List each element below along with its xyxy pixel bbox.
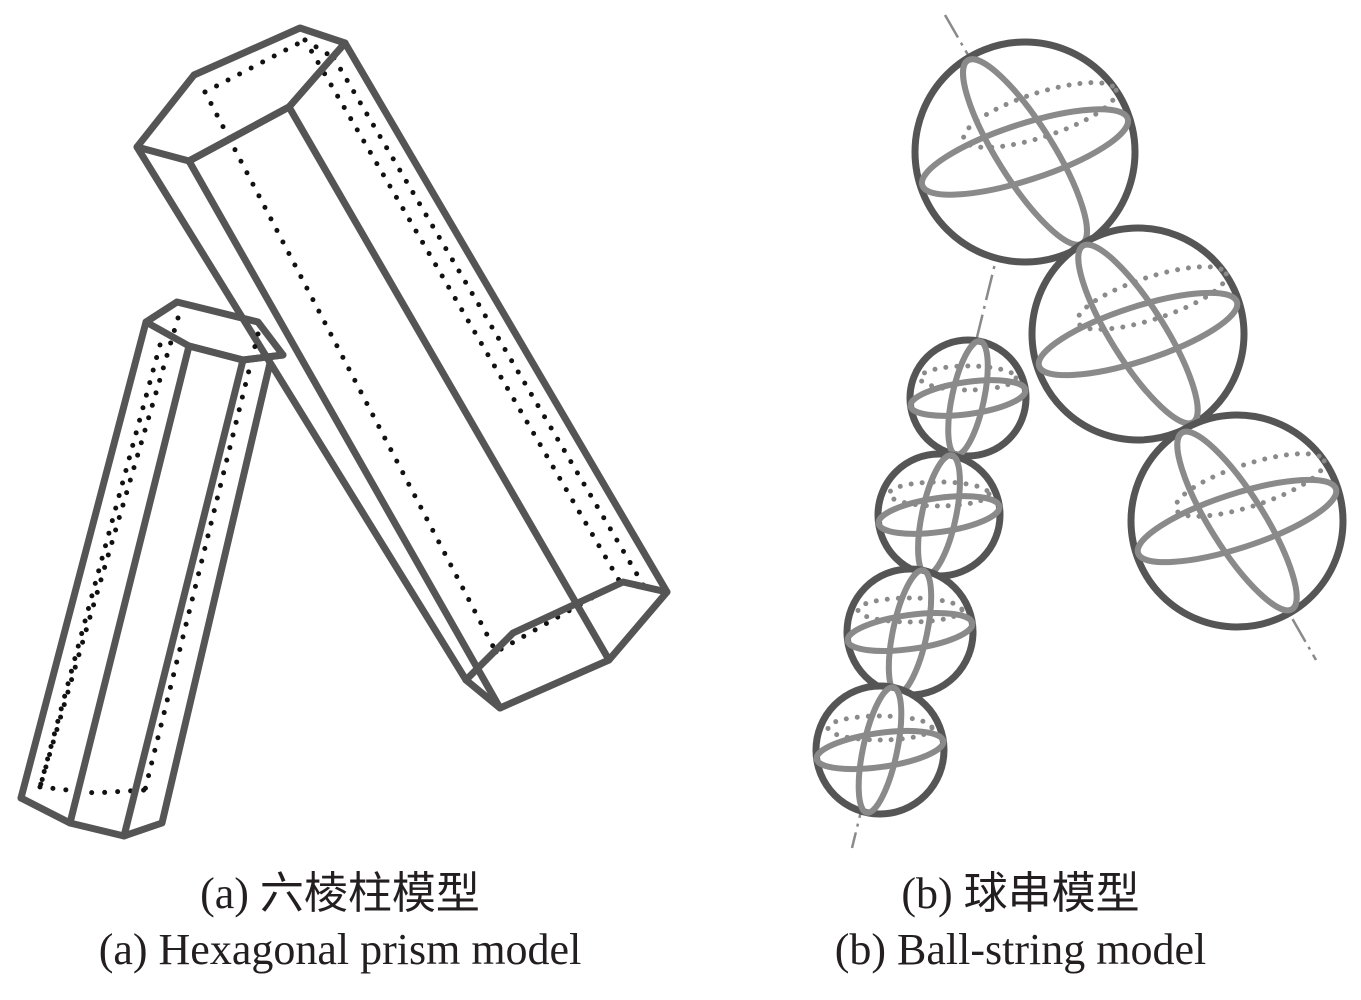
large-hexagonal-prism (133, 24, 671, 712)
ball-right-3 (1127, 411, 1347, 631)
panel-b-diagram (812, 14, 1347, 849)
panel-a-diagram (17, 24, 671, 840)
large-prism-outline (133, 24, 671, 712)
ball-left-3 (843, 565, 977, 699)
ball-right-1 (911, 38, 1139, 266)
caption-a-chinese: (a) 六棱柱模型 (200, 869, 480, 918)
caption-b-chinese: (b) 球串模型 (901, 869, 1140, 918)
caption-a-english: (a) Hexagonal prism model (98, 925, 582, 974)
caption-b-english: (b) Ball-string model (834, 925, 1207, 974)
small-hexagonal-prism (17, 298, 287, 840)
ball-left-1 (906, 336, 1030, 460)
ball-left-4 (812, 682, 948, 818)
right-ball-chain (911, 38, 1347, 631)
caption-panel-b: (b) 球串模型 (b) Ball-string model (680, 868, 1361, 980)
left-ball-chain (812, 336, 1030, 818)
ball-right-2 (1028, 224, 1248, 444)
small-prism-outline (17, 298, 287, 840)
caption-panel-a: (a) 六棱柱模型 (a) Hexagonal prism model (0, 868, 680, 980)
ball-left-2 (874, 450, 1004, 580)
small-prism-hidden-edges (37, 315, 261, 796)
